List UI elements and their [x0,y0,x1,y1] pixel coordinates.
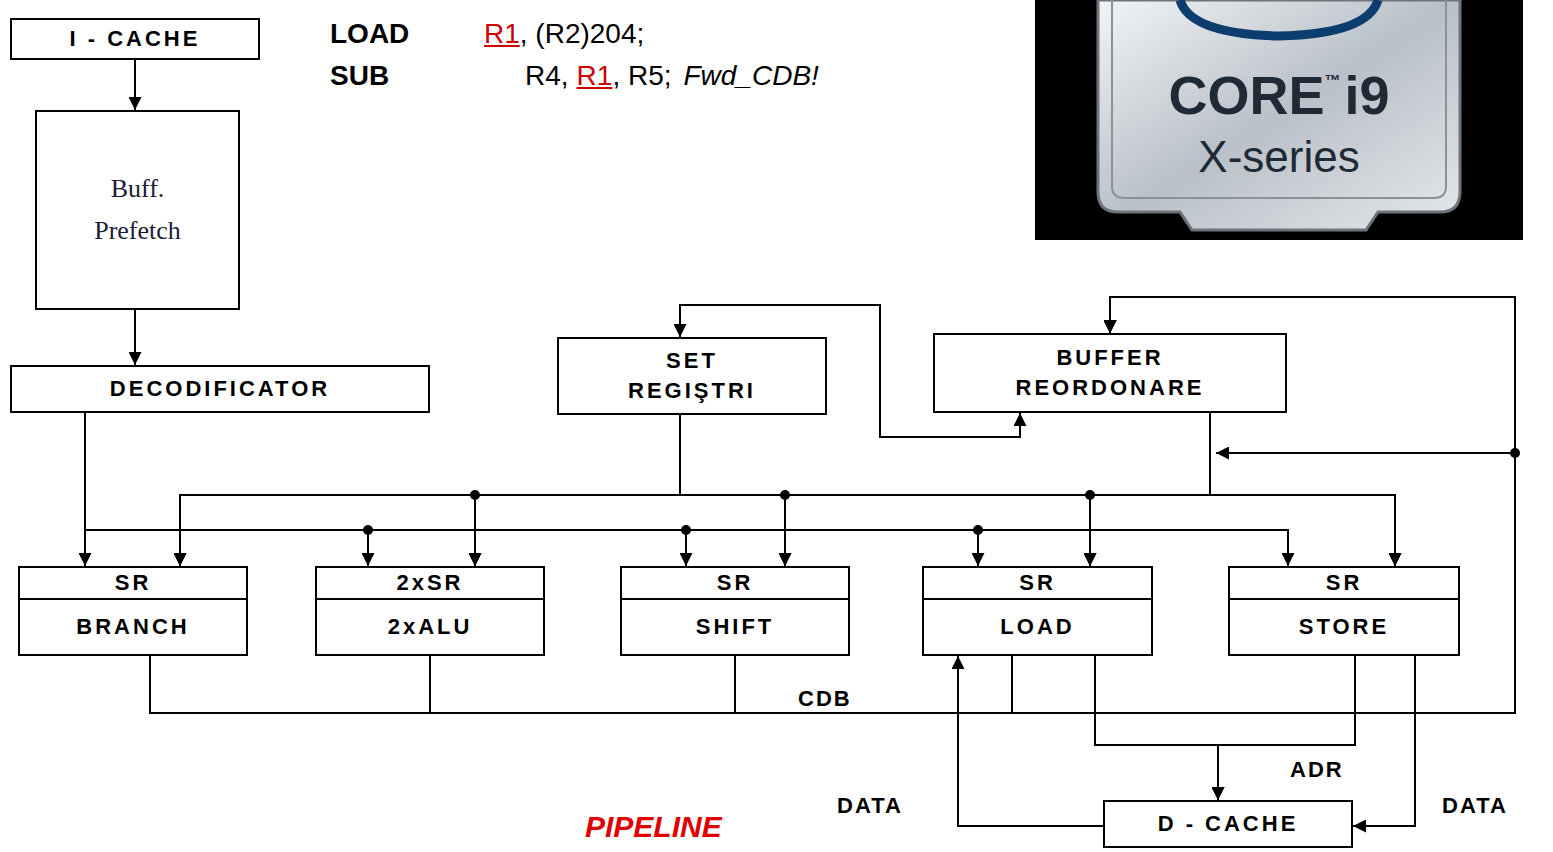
operand: , (R2)204; [520,18,645,50]
register-name: R1 [577,60,613,92]
forwarding-tap [1216,452,1515,454]
label-row: X-series [1098,132,1460,182]
opcode: SUB [330,60,525,92]
logo-text: CORE [1168,64,1324,126]
reservation-station: SRBRANCH [18,566,248,656]
register-name: R4, [525,60,569,92]
unit-name: STORE [1230,600,1458,654]
box-title: BUFFER REORDONARE [1016,343,1205,402]
dcache-box: D - CACHE [1103,800,1353,848]
junction-dots [363,448,1520,535]
connector [430,297,1515,713]
prefetch-buffer: Buff. Prefetch [35,110,240,310]
bus-label: CDB [798,686,852,712]
connector [735,297,1515,713]
box-title: D - CACHE [1158,809,1299,839]
connector [85,413,686,566]
connector [680,415,785,566]
connector [85,413,978,566]
reservation-station: 2xSR2xALU [315,566,545,656]
connector [134,60,136,110]
label-row: SUBR4,R1, R5; Fwd_CDB! [330,60,819,92]
edge-label: DATA [1440,793,1510,819]
connector [1090,413,1210,566]
logo-badge-inner [1112,0,1446,198]
connector [85,413,368,566]
connector [1353,656,1415,826]
connector [680,415,1395,566]
operand: , R5; [612,60,671,92]
box-title: Buff. Prefetch [94,168,181,251]
connector [475,415,680,566]
reorder-buffer: BUFFER REORDONARE [933,333,1287,413]
label-row: CORE™i9 [1098,64,1460,126]
connector [1218,656,1355,800]
box-title: SR [622,568,848,600]
connector [85,413,1288,566]
reservation-station: SRSTORE [1228,566,1460,656]
edge-label: DATA [835,793,905,819]
label-row: LOADR1, (R2)204; [330,18,644,50]
unit-name: 2xALU [317,600,543,654]
box-title: SR [20,568,246,600]
label-row: ADR [1290,757,1344,783]
box-title: SET REGIŞTRI [628,346,756,405]
connector [785,413,1210,566]
opcode: LOAD [330,18,484,50]
box-title: DECODIFICATOR [110,374,330,404]
label-row: PIPELINE [585,810,722,844]
box-title: 2xSR [317,568,543,600]
connector [134,310,136,365]
box-title: SR [924,568,1151,600]
logo-text: X-series [1198,132,1359,182]
reservation-station: SRSHIFT [620,566,850,656]
connector [1210,413,1395,566]
box-title: SR [1230,568,1458,600]
connector [958,656,1103,826]
box-title: I - CACHE [70,24,201,54]
logo-oval [1180,0,1378,36]
annotation: Fwd_CDB! [684,60,819,92]
unit-name: BRANCH [20,600,246,654]
unit-name: SHIFT [622,600,848,654]
caption-label: PIPELINE [585,810,722,844]
connector [180,415,680,566]
connector [180,413,1210,566]
connector [150,297,1515,713]
logo-background [1035,0,1523,240]
register-file: SET REGIŞTRI [557,337,827,415]
icache-box: I - CACHE [10,18,260,60]
label-row: CDB [798,686,852,712]
reservation-station: SRLOAD [922,566,1153,656]
logo-text: i9 [1344,64,1389,126]
logo-badge [1098,0,1460,230]
register-name: R1 [484,18,520,50]
connector [475,413,1210,566]
trademark: ™ [1324,72,1340,90]
decoder-box: DECODIFICATOR [10,365,430,413]
connector [1095,656,1218,800]
unit-name: LOAD [924,600,1151,654]
bus-label: ADR [1290,757,1344,783]
